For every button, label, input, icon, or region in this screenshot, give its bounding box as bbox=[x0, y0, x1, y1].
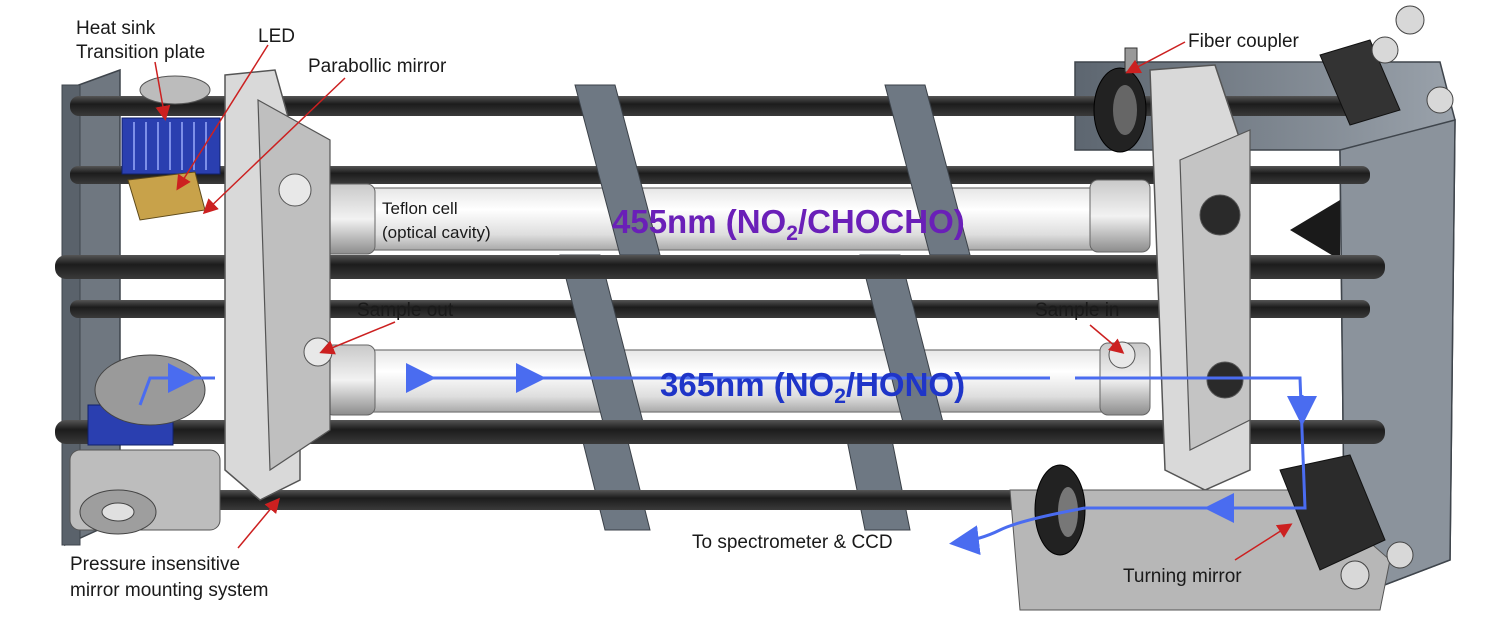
label-optical-cavity: (optical cavity) bbox=[382, 223, 491, 242]
turning-mirror-part bbox=[1009, 454, 1414, 611]
lower-channel-title: 365nm (NO2/HONO) bbox=[660, 366, 965, 408]
label-led: LED bbox=[258, 26, 295, 47]
pointer-mount-system bbox=[237, 497, 280, 549]
label-to-spectrometer: To spectrometer & CCD bbox=[692, 532, 893, 553]
right-mirror-mounts bbox=[1108, 64, 1251, 491]
beam-to-spectrometer bbox=[949, 506, 1086, 556]
right-end-plate bbox=[1074, 61, 1456, 602]
pointer-led bbox=[176, 44, 269, 191]
label-teflon-cell: Teflon cell bbox=[382, 199, 458, 218]
pointer-sample-out bbox=[319, 321, 396, 355]
lower-channel-suffix: /HONO) bbox=[846, 366, 965, 403]
upper-channel-suffix: /CHOCHO) bbox=[798, 203, 965, 240]
pointer-arrows bbox=[154, 41, 1293, 561]
pointer-sample-in bbox=[1089, 324, 1125, 354]
label-heat-sink: Heat sink bbox=[76, 18, 156, 39]
carbon-rods-front bbox=[55, 255, 1385, 510]
carbon-rods-back bbox=[70, 96, 1370, 318]
pointer-parabolic-mirror bbox=[202, 77, 346, 215]
left-mirror-mounts bbox=[224, 69, 333, 501]
beam-path bbox=[138, 363, 1317, 556]
beam-return-path bbox=[1075, 376, 1307, 510]
label-turning-mirror: Turning mirror bbox=[1123, 566, 1242, 587]
label-sample-out: Sample out bbox=[357, 300, 454, 321]
upper-channel-prefix: 455nm (NO bbox=[612, 203, 786, 240]
pointer-fiber-coupler bbox=[1125, 41, 1186, 74]
upper-channel-title: 455nm (NO2/CHOCHO) bbox=[612, 203, 965, 245]
pointer-turning-mirror bbox=[1234, 523, 1293, 561]
pointer-heat-sink bbox=[154, 61, 171, 121]
label-parabolic-mirror: Parabollic mirror bbox=[308, 56, 447, 77]
lower-channel-subscript: 2 bbox=[834, 385, 846, 408]
lower-channel-prefix: 365nm (NO bbox=[660, 366, 834, 403]
label-pressure-insensitive: Pressure insensitive bbox=[70, 554, 240, 575]
label-sample-in: Sample in bbox=[1035, 300, 1120, 321]
label-mirror-mounting-system: mirror mounting system bbox=[70, 580, 269, 601]
label-transition-plate: Transition plate bbox=[76, 42, 205, 63]
upper-channel-subscript: 2 bbox=[786, 222, 798, 245]
adjuster-knobs-top bbox=[1319, 5, 1454, 126]
label-fiber-coupler: Fiber coupler bbox=[1188, 31, 1300, 52]
